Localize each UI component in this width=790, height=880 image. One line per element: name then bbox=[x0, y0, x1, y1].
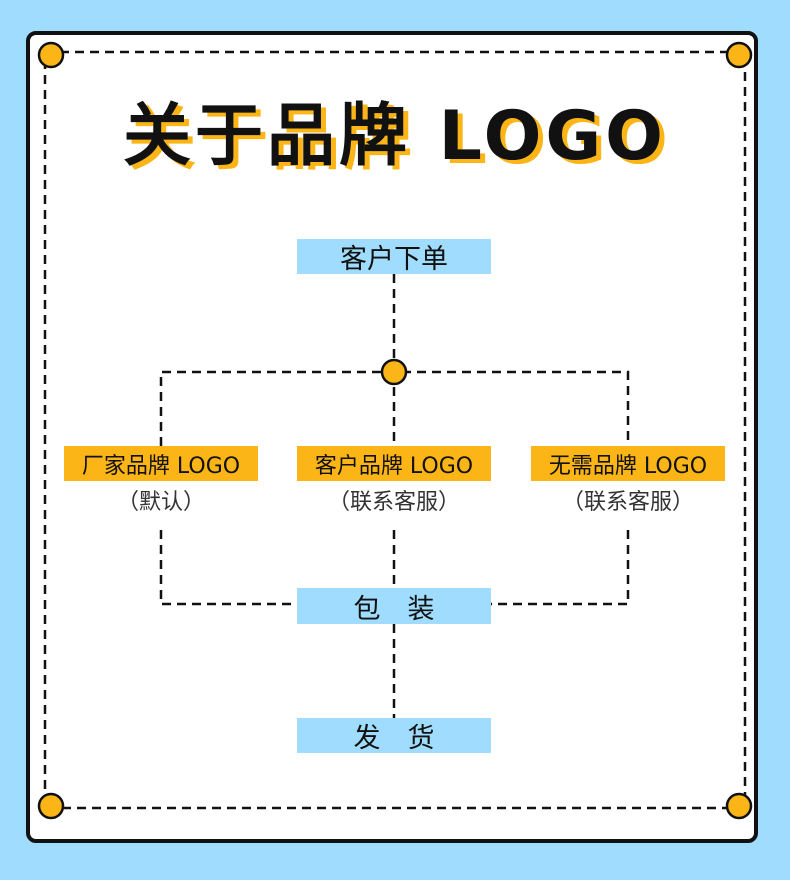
node-packing: 包 装 bbox=[297, 588, 491, 625]
edge-none-to-packing bbox=[491, 530, 630, 606]
card-frame bbox=[26, 31, 758, 843]
corner-dot-icon bbox=[725, 41, 753, 69]
note-none: （联系客服） bbox=[561, 490, 694, 515]
node-shipping: 发 货 bbox=[297, 718, 491, 754]
corner-dot-icon bbox=[37, 41, 65, 69]
note-customer: （联系客服） bbox=[327, 490, 460, 515]
page-title: 关于品牌 LOGO bbox=[122, 97, 667, 176]
corner-dot-icon bbox=[725, 792, 753, 820]
node-customer-logo: 客户品牌 LOGO bbox=[297, 446, 491, 481]
node-order: 客户下单 bbox=[297, 239, 491, 275]
note-factory: （默认） bbox=[116, 490, 205, 515]
junction-dot-icon bbox=[380, 358, 408, 386]
corner-dot-icon bbox=[37, 792, 65, 820]
node-factory-logo: 厂家品牌 LOGO bbox=[64, 446, 258, 481]
node-no-logo: 无需品牌 LOGO bbox=[531, 446, 725, 481]
dashed-border bbox=[43, 50, 747, 810]
edge-factory-to-packing bbox=[159, 530, 297, 606]
